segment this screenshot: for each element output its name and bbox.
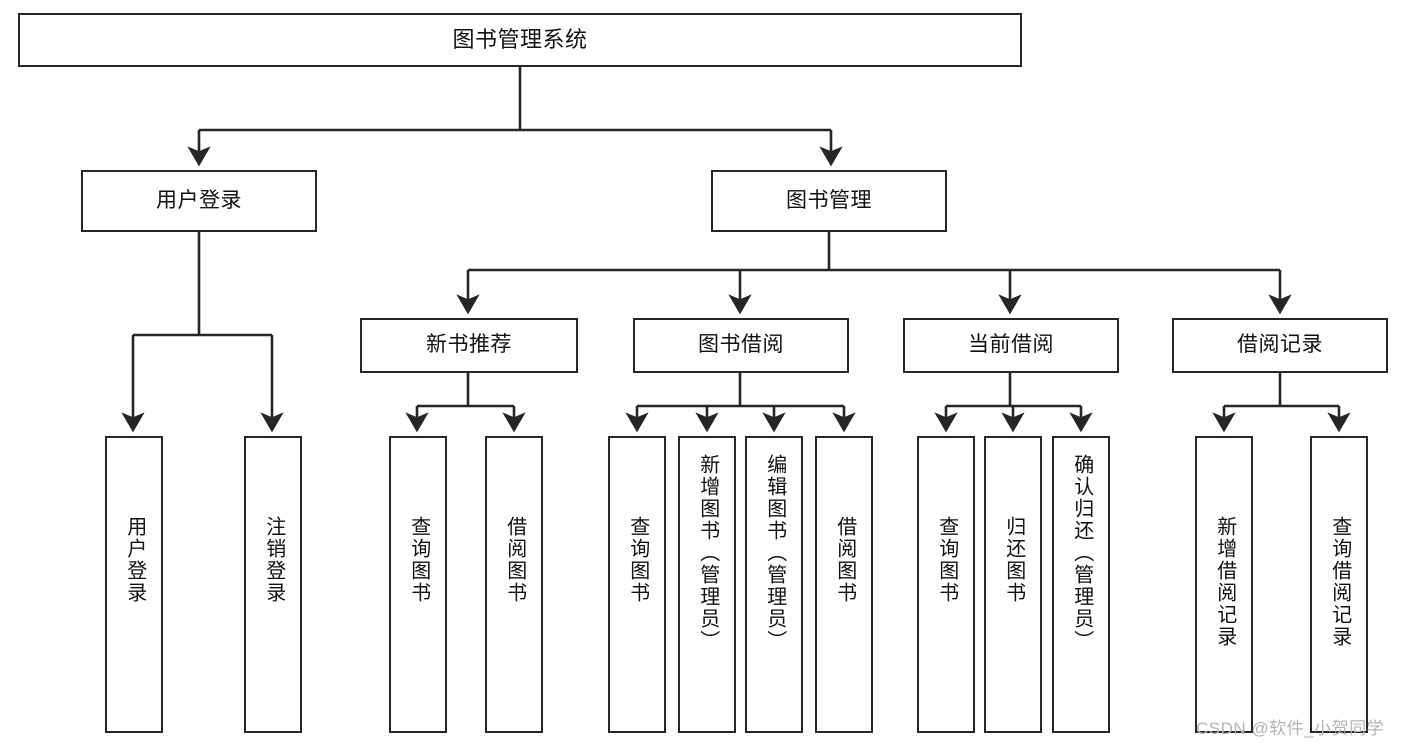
node-leaf-query-record[interactable]: 查询借阅记录 [1310,436,1368,733]
node-leaf-confirm-return-label: 确认归还（管理员） [1070,454,1093,652]
node-book-manage[interactable]: 图书管理 [711,170,947,232]
node-leaf-query-record-label: 查询借阅记录 [1328,516,1351,648]
node-user-login-label: 用户登录 [156,188,242,212]
node-current-borrow[interactable]: 当前借阅 [903,318,1119,373]
node-borrow-record-label: 借阅记录 [1237,333,1323,357]
node-leaf-borrow-book-rec-label: 借阅图书 [503,516,526,604]
node-leaf-edit-book[interactable]: 编辑图书（管理员） [745,436,803,733]
node-leaf-borrow-book[interactable]: 借阅图书 [815,436,873,733]
node-leaf-user-login[interactable]: 用户登录 [105,436,163,733]
node-leaf-borrow-book-rec[interactable]: 借阅图书 [485,436,543,733]
node-leaf-logout-label: 注销登录 [262,516,285,604]
node-book-manage-label: 图书管理 [786,188,872,212]
node-current-borrow-label: 当前借阅 [968,333,1054,357]
node-leaf-return-book[interactable]: 归还图书 [984,436,1042,733]
node-leaf-query-book-borrow[interactable]: 查询图书 [608,436,666,733]
node-new-book-rec-label: 新书推荐 [426,333,512,357]
csdn-watermark: CSDN @软件_小贺同学 [1196,719,1385,738]
node-leaf-edit-book-label: 编辑图书（管理员） [763,454,786,652]
node-leaf-add-record[interactable]: 新增借阅记录 [1195,436,1253,733]
node-root[interactable]: 图书管理系统 [18,13,1022,67]
node-leaf-user-login-label: 用户登录 [123,516,146,604]
node-borrow-record[interactable]: 借阅记录 [1172,318,1388,373]
node-new-book-rec[interactable]: 新书推荐 [360,318,578,373]
node-user-login[interactable]: 用户登录 [81,170,317,232]
node-leaf-query-book-borrow-label: 查询图书 [626,516,649,604]
node-leaf-borrow-book-label: 借阅图书 [833,516,856,604]
node-book-borrow-label: 图书借阅 [698,333,784,357]
node-leaf-query-book-cur[interactable]: 查询图书 [917,436,975,733]
node-leaf-confirm-return[interactable]: 确认归还（管理员） [1052,436,1110,733]
node-leaf-query-book-rec-label: 查询图书 [407,516,430,604]
node-leaf-query-book-cur-label: 查询图书 [935,516,958,604]
node-leaf-add-book[interactable]: 新增图书（管理员） [678,436,736,733]
node-leaf-add-record-label: 新增借阅记录 [1213,516,1236,648]
node-leaf-query-book-rec[interactable]: 查询图书 [389,436,447,733]
node-book-borrow[interactable]: 图书借阅 [633,318,849,373]
node-leaf-return-book-label: 归还图书 [1002,516,1025,604]
node-root-label: 图书管理系统 [452,27,588,53]
node-leaf-logout[interactable]: 注销登录 [244,436,302,733]
node-leaf-add-book-label: 新增图书（管理员） [696,454,719,652]
